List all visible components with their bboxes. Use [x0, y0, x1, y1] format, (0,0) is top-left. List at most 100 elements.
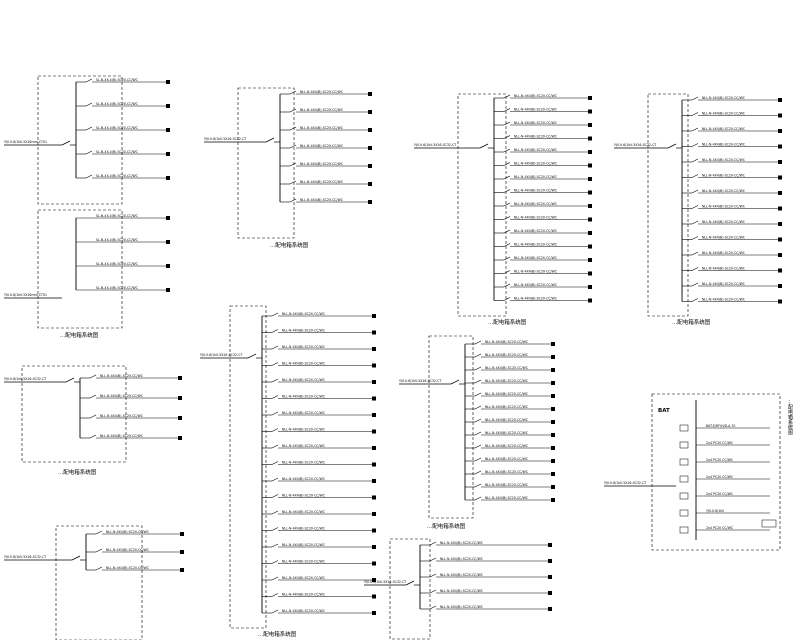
branch-breaker: [429, 605, 437, 610]
branch-breaker: [474, 444, 482, 449]
branch-breaker: [85, 150, 93, 155]
circuit-label: NLL-N-4X4(B)-SC20-CC/WC: [300, 198, 344, 202]
load-terminal: [551, 472, 555, 476]
load-terminal: [548, 575, 552, 579]
circuit-label: NLL-N-4X4(B)-SC20-CC/WC: [300, 126, 344, 130]
circuit-label: NLL-N-4X4(B)-SC20-CC/WC: [702, 220, 746, 224]
load-terminal: [372, 330, 376, 335]
branch-breaker: [503, 148, 511, 153]
circuit-label: NLL-N-4X4(B)-SC20-CC/WC: [702, 111, 746, 115]
load-terminal: [180, 532, 184, 536]
branch-breaker: [691, 174, 699, 178]
load-terminal: [588, 150, 592, 154]
circuit-label: NLL-N-4X4(B)-SC20-CC/WC: [702, 189, 746, 193]
feeder-label: YJV-0.6/1kV-5X16-SC32-CT: [364, 580, 406, 584]
circuit-label: NLL-N-4X4(B)-SC20-CC/WC: [702, 297, 746, 301]
circuit-label: NLL-N-4X4(B)-SC20-CC/WC: [702, 127, 746, 131]
branch-breaker: [271, 510, 279, 515]
branch-breaker: [474, 340, 482, 345]
circuit-label: SL-N-4X-4(B)-SC20-CC/WC: [96, 214, 139, 218]
load-terminal: [778, 129, 782, 133]
panel-3-caption: ...配电箱系统图: [488, 320, 527, 326]
load-terminal: [778, 175, 782, 180]
branch-breaker: [429, 573, 437, 578]
branch-breaker: [691, 298, 699, 302]
circuit-label: NLL-N-4X4(B)-SC20-CC/WC: [300, 180, 344, 184]
circuit-label: NLL-N-4X4(B)-SC20-CC/WC: [485, 418, 529, 422]
load-terminal: [588, 258, 592, 262]
branch-breaker: [271, 444, 279, 449]
load-terminal: [551, 459, 555, 463]
circuit-label: NLL-N-4X4(B)-SC20-CC/WC: [100, 394, 144, 398]
load-terminal: [166, 128, 170, 132]
device-symbol: [679, 509, 689, 517]
panel-9-schematic: YJV-0.6/1kV-5X16-SC32-CT NLL-N-4X4(B)-SC2…: [364, 538, 552, 640]
main-breaker: [450, 379, 460, 385]
branch-breaker: [474, 366, 482, 371]
circuit-label: NLL-N-4X4(B)-SC20-CC/WC: [282, 477, 326, 481]
circuit-label: SL-N-4X-4(B)-SC20-CC/WC: [96, 174, 139, 178]
circuit-label: NLL-N-4X4(B)-SC20-CC/WC: [282, 526, 326, 530]
branch-breaker: [691, 143, 699, 147]
load-terminal: [178, 416, 182, 420]
branch-breaker: [691, 158, 699, 163]
branch-breaker: [474, 353, 482, 358]
panel-7-schematic: YJV-0.6/1kV-5X16-SC32-CTNLL-N-4X4(B)-SC2…: [399, 335, 555, 519]
load-terminal: [778, 237, 782, 242]
circuit-label: NLL-N-4X4(B)-SC20-CC/WC: [282, 576, 326, 580]
load-terminal: [778, 144, 782, 149]
branch-breaker: [474, 483, 482, 488]
circuit-label: NLL-N-4X4(B)-SC20-CC/WC: [514, 107, 558, 111]
circuit-label: SL-N-4X-4(B)-SC20-CC/WC: [96, 78, 139, 82]
feeder-label: YJV-0.6/1kV-5X16-SC32-CT: [204, 137, 246, 141]
circuit-label: NLL-N-4X4(B)-SC20-CC/WC: [485, 431, 529, 435]
branch-breaker: [503, 108, 511, 112]
load-terminal: [372, 611, 376, 615]
branch-breaker: [289, 144, 297, 149]
load-terminal: [372, 413, 376, 417]
branch-breaker: [85, 174, 93, 179]
panel-4-caption: ...配电箱系统图: [672, 320, 711, 326]
panel-8-schematic: YJV-0.6/1kV-5X16-SC32-CTNLL-N-4X4(B)-SC2…: [4, 525, 184, 640]
circuit-label: NLL-N-4X4(B)-SC20-CC/WC: [702, 235, 746, 239]
circuit-label: NLL-N-4X4(B)-SC20-CC/WC: [440, 541, 484, 545]
circuit-label: NLL-N-4X4(B)-SC20-CC/WC: [282, 444, 326, 448]
circuit-label: SL-N-4X-4(B)-SC20-CC/WC: [96, 102, 139, 106]
panel-3-schematic: YJV-0.6/1kV-5X16-SC32-CTNLL-N-4X4(B)-SC2…: [414, 93, 592, 317]
device-symbol: [679, 475, 689, 483]
load-terminal: [372, 495, 376, 500]
circuit-label: NLL-N-4X4(B)-SC20-CC/WC: [440, 573, 484, 577]
circuit-label: NLL-N-4X4(B)-SC20-CC/WC: [485, 392, 529, 396]
circuit-label: NLL-N-4X4(B)-SC20-CC/WC: [485, 444, 529, 448]
branch-breaker: [691, 267, 699, 271]
branch-breaker: [271, 411, 279, 416]
feeder-label: YJV-0.6/1kV-5X16mm-CT01: [4, 293, 47, 297]
panel-6-schematic: YJV-0.6/1kV-5X16-SC32-CTNLL-N-4X4(B)-SC2…: [200, 305, 376, 629]
circuit-label: NLL-N-4X4(B)-SC20-CC/WC: [100, 414, 144, 418]
load-terminal: [778, 98, 782, 102]
distribution-panel-2: YJV-0.6/1kV-5X16-SC32-CT NLL-N-4X4(B)-SC2…: [200, 80, 400, 260]
panel-5-caption: ...配电箱系统图: [58, 470, 97, 476]
load-terminal: [368, 128, 372, 132]
load-terminal: [178, 376, 182, 380]
circuit-label: NLL-N-4X4(B)-SC20-CC/WC: [514, 148, 558, 152]
load-terminal: [372, 561, 376, 566]
load-terminal: [166, 216, 170, 220]
branch-breaker: [95, 566, 103, 571]
circuit-label: NLL-N-4X4(B)-SC20-CC/WC: [300, 108, 344, 112]
bat-panel-title: BAT: [658, 408, 670, 414]
branch-breaker: [429, 589, 437, 594]
load-terminal: [372, 512, 376, 516]
circuit-label: NLL-N-4X4(B)-SC20-CC/WC: [440, 605, 484, 609]
branch-breaker: [271, 543, 279, 548]
circuit-label: SL-N-4X-4(B)-SC20-CC/WC: [96, 150, 139, 154]
circuit-label: NLL-N-4X4(B)-SC20-CC/WC: [514, 161, 558, 165]
branch-breaker: [89, 434, 97, 439]
load-terminal: [548, 591, 552, 595]
circuit-label: NLL-N-4X4(B)-SC20-CC/WC: [485, 496, 529, 500]
circuit-label: NLL-N-4X4(B)-SC20-CC/WC: [300, 144, 344, 148]
load-terminal: [368, 200, 372, 204]
circuit-label: NLL-N-4X4(B)-SC20-CC/WC: [440, 589, 484, 593]
